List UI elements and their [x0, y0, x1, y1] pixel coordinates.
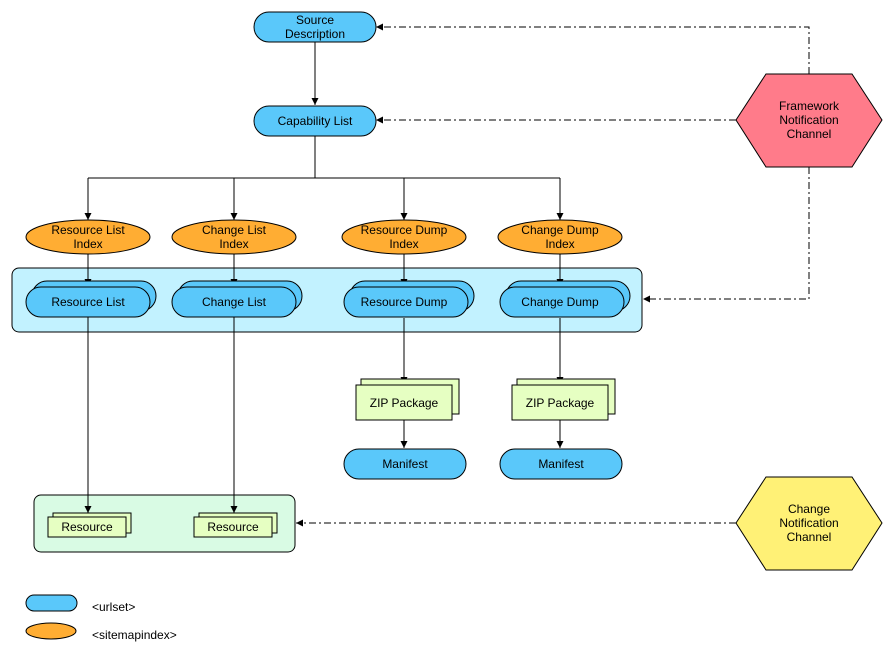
group-resource-container: [33, 494, 296, 553]
legend-urlset-swatch: [25, 594, 78, 612]
zip-package-2-label: ZIP Package: [526, 396, 595, 410]
framework-notification-channel-node: [735, 73, 883, 168]
manifest-1-node: [343, 448, 467, 480]
legend-urlset-label: <urlset>: [92, 600, 135, 614]
change-dump-node: [499, 286, 625, 318]
resource-list-index-node: [25, 219, 151, 255]
resource-dump-index-node: [341, 219, 467, 255]
resource-dump-label: Resource Dump: [361, 295, 448, 309]
resource-list-label: Resource List: [51, 295, 125, 309]
group-list-dump-container: [11, 267, 643, 333]
manifest-1-label: Manifest: [382, 457, 428, 471]
capability-list-label: Capability List: [278, 114, 353, 128]
legend-sitemapindex-swatch: [25, 622, 77, 640]
change-dump-label: Change Dump: [521, 295, 599, 309]
zip-package-1-node: [355, 384, 453, 421]
capability-list-node: [253, 105, 377, 137]
zip-package-2-node: [511, 384, 609, 421]
resource-1-label: Resource: [61, 520, 113, 534]
resource-1-node: [47, 516, 127, 538]
notification-connectors: [296, 23, 810, 527]
source-description-node: [253, 11, 377, 43]
resource-2-node: [193, 516, 273, 538]
change-list-node: [171, 286, 297, 318]
resource-2-label: Resource: [207, 520, 259, 534]
resource-list-node: [25, 286, 151, 318]
change-list-index-node: [171, 219, 297, 255]
zip-package-1-label: ZIP Package: [370, 396, 439, 410]
manifest-2-node: [499, 448, 623, 480]
change-dump-index-node: [497, 219, 623, 255]
legend-sitemapindex-label: <sitemapindex>: [92, 628, 177, 642]
resource-dump-node: [343, 286, 469, 318]
change-notification-channel-node: [735, 476, 883, 571]
change-list-label: Change List: [202, 295, 267, 309]
manifest-2-label: Manifest: [538, 457, 584, 471]
